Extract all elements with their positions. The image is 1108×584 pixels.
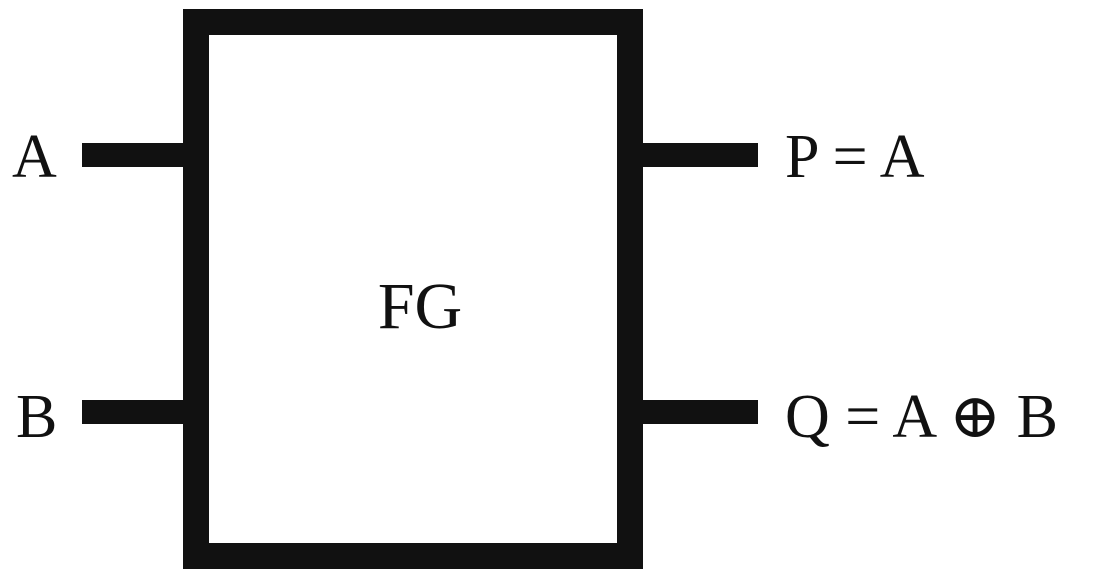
- output-label-q: Q = A ⊕ B: [785, 383, 1058, 451]
- output-label-p: P = A: [785, 123, 925, 191]
- gate-label: FG: [378, 270, 462, 343]
- gate-block: [183, 9, 643, 569]
- input-label-b: B: [16, 383, 57, 451]
- input-label-a: A: [12, 123, 57, 191]
